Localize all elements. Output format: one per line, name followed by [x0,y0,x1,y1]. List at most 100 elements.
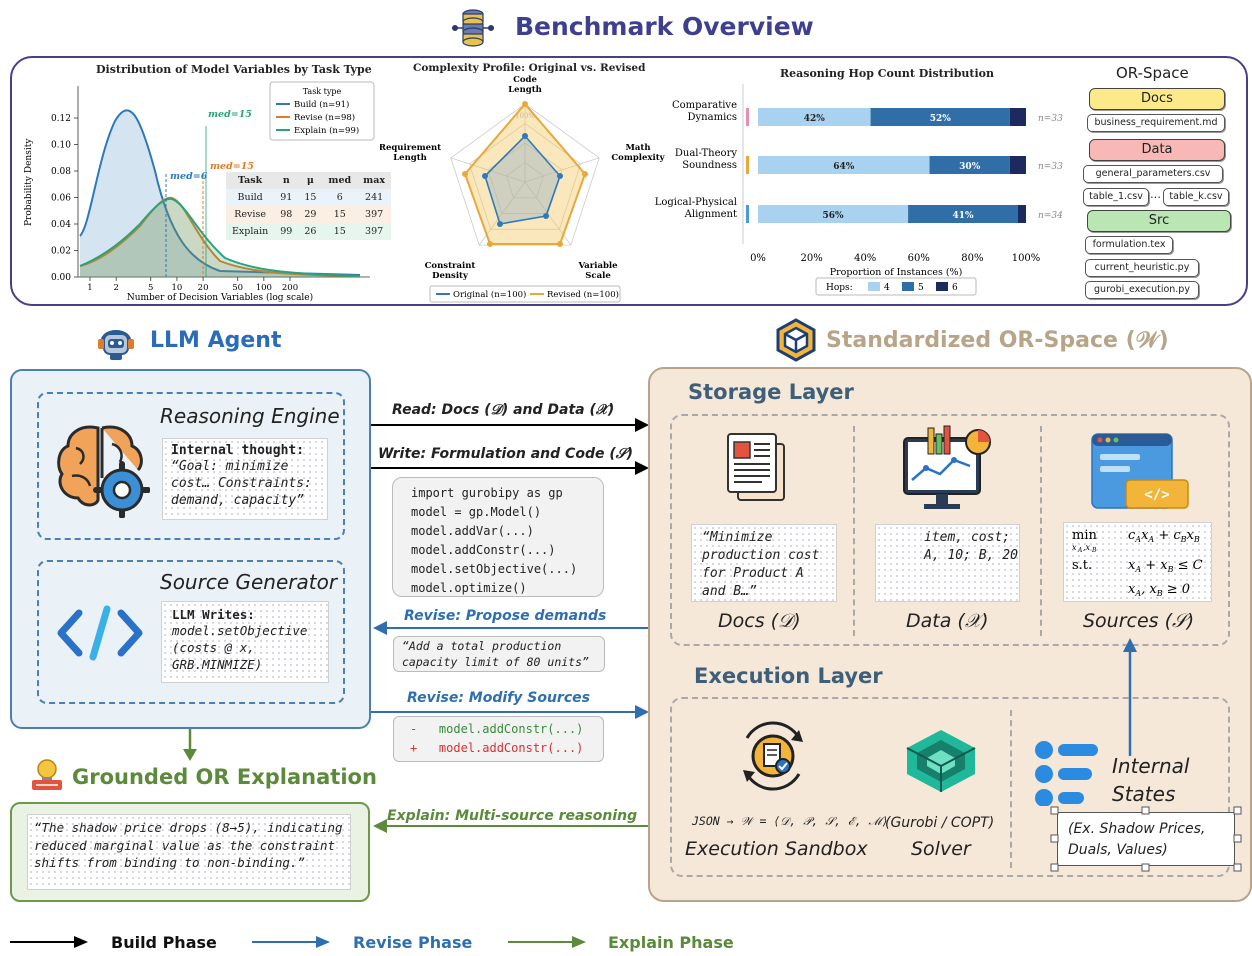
stats-header-cell: n [282,175,290,186]
chart1-ytick-label: 0.12 [51,114,71,124]
chart1-xtick-label: 50 [232,283,243,293]
docs-chip: Docs [1089,88,1225,110]
or-space-list-title: OR-Space [1116,64,1189,82]
chart1-xtick-label: 100 [256,283,272,293]
storage-layer-box [670,414,1230,646]
svg-text:cAxA + cBxB: cAxA + cBxB [1128,528,1200,544]
or-space-title: Standardized OR-Space (𝒲) [826,328,1169,353]
hop-bar-segment [758,156,930,174]
docs-caption: Docs (𝒟) [718,610,801,632]
build-density-line [79,109,361,276]
stats-header-cell: med [328,175,352,186]
hop-bar-label: 56% [823,211,845,221]
explanation-title: Grounded OR Explanation [72,765,377,789]
hop-legend-label: 5 [918,283,924,293]
stats-cell: 15 [304,192,317,203]
hop-legend-swatch [902,282,914,291]
hop-bar-segment [758,205,909,223]
stats-cell: Revise [234,209,266,220]
stats-cell: 15 [333,226,346,237]
radar-grid-ring [450,103,600,246]
stats-cell: 98 [280,209,293,220]
svg-text:,x: ,x [1083,543,1091,552]
read-arrow-label: Read: Docs (𝒟) and Data (𝒳) [392,402,615,418]
write-arrow-label: Write: Formulation and Code (𝒮) [378,446,633,462]
execution-layer-title: Execution Layer [694,664,883,688]
chart3-xlabel: Proportion of Instances (%) [830,267,963,278]
file-gurobi-execution: gurobi_execution.py [1085,281,1199,299]
execution-layer-box [670,697,1230,877]
execution-divider [1010,710,1012,868]
svg-text:B: B [1091,547,1097,554]
hop-xtick-label: 100% [1012,253,1041,264]
stats-cell: 241 [365,192,384,203]
build-median-label: med=6 [170,171,208,182]
chart2-title: Complexity Profile: Original vs. Revised [413,62,646,74]
diff-minus-line: - model.addConstr(...) [410,722,584,736]
database-icon [452,8,494,52]
revise-median-label: med=15 [210,161,254,172]
explain-phase-label: Explain Phase [608,933,734,952]
hop-xtick-label: 80% [961,253,983,264]
chart1-ytick-label: 0.06 [51,194,71,204]
revise-density-area [80,197,360,277]
code-snippet-box: import gurobipy as gp model = gp.Model()… [392,477,604,597]
file-general-parameters: general_parameters.csv [1083,165,1223,183]
hop-n-label: n=34 [1038,211,1063,221]
original-point [543,213,549,219]
stats-header-cell: Task [237,175,263,186]
svg-text:x: x [1072,543,1077,552]
internal-thought-label: Internal thought: [171,443,305,458]
solver-logo-icon [903,728,979,794]
chart1-ytick-label: 0.02 [51,247,71,257]
hop-bar-label: 41% [952,211,974,221]
lightbulb-icon [30,756,64,792]
chart1-xlabel: Number of Decision Variables (log scale) [127,292,313,303]
hop-legend-label: 4 [884,283,890,293]
file-ellipsis: … [1150,188,1161,201]
phase-legend-arrows [10,936,586,948]
revised-point [582,171,588,177]
code-line: model = gp.Model() [411,505,542,519]
radar-grid-ring [506,162,544,199]
stats-cell: Build [237,192,263,203]
code-line: model.addVar(...) [411,524,534,538]
src-chip: Src [1087,210,1231,232]
source-generator-title: Source Generator [160,570,338,594]
chart1-xtick-label: 5 [148,283,153,293]
selection-handles[interactable] [1050,806,1242,872]
stats-header-cell: μ [306,175,314,186]
explain-density-line [79,197,361,277]
chart1-xtick-label: 10 [172,283,183,293]
agent-to-explanation-arrow [183,729,197,761]
page-title: Benchmark Overview [515,12,814,41]
source-generator-box [37,560,345,704]
hop-xtick-label: 20% [800,253,822,264]
file-table-1: table_1.csv [1083,188,1149,206]
original-profile [484,134,561,225]
explain-arrow-label: Explain: Multi-source reasoning [387,808,638,824]
chart1-legend-item: Revise (n=98) [294,112,355,123]
data-chip: Data [1089,139,1225,161]
storage-divider-2 [1040,426,1042,636]
hop-bar-segment [929,156,1010,174]
hop-bar-label: 52% [930,114,952,124]
diff-plus-line: + model.addConstr(...) [410,741,584,755]
revise-phase-label: Revise Phase [353,933,473,952]
hop-bar-segment [908,205,1018,223]
internal-states-title: Internal States [1112,754,1190,806]
file-current-heuristic: current_heuristic.py [1085,259,1199,277]
chart1-legend-item: Build (n=91) [294,99,349,110]
stats-cell: 91 [280,192,293,203]
stats-cell: 29 [304,209,317,220]
file-table-k: table_k.csv [1163,188,1229,206]
